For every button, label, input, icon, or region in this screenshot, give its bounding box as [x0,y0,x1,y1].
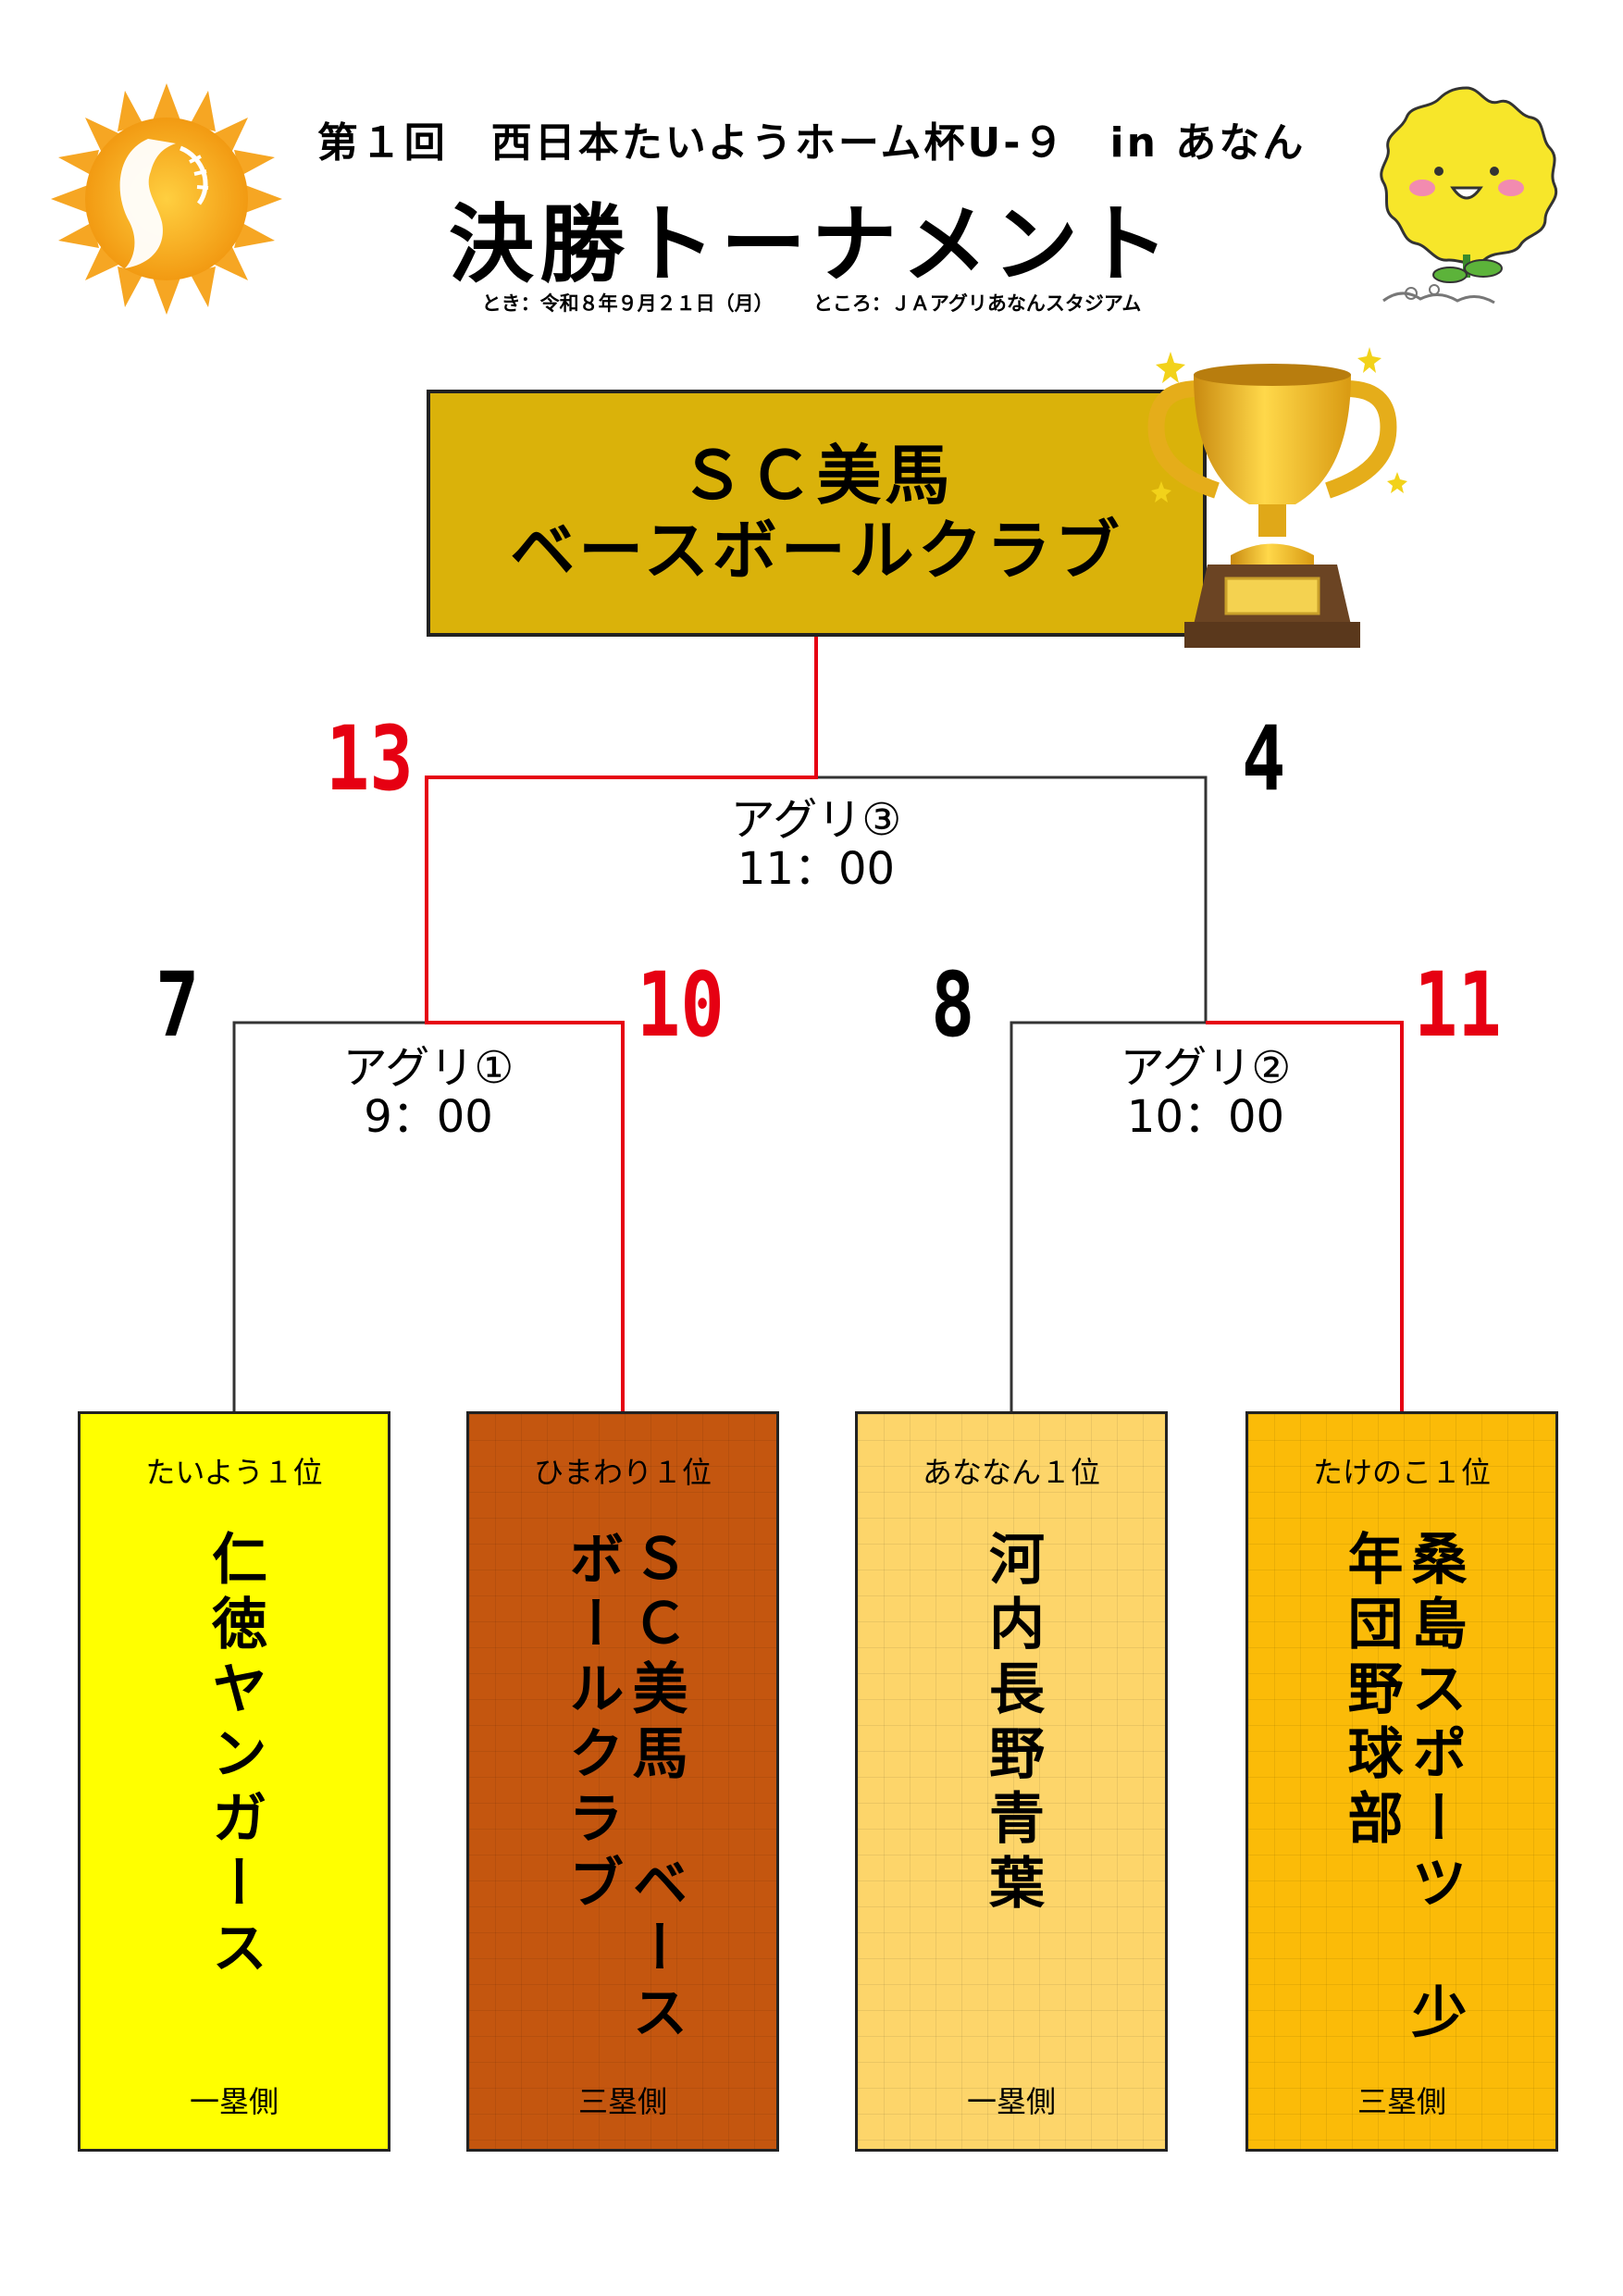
sun-logo-icon [51,83,282,315]
final-match-info: アグリ③ 11：00 [677,796,955,894]
champion-name-line1: ＳＣ美馬 [679,438,954,514]
semi1-score-left: 7 [155,953,200,1057]
team-box-1: たいよう１位 仁徳ヤンガース 一塁側 [78,1411,390,2152]
semi2-match-info: アグリ② 10：00 [1067,1044,1344,1142]
champion-box: ＳＣ美馬 ベースボールクラブ [427,390,1207,637]
team-side: 一塁側 [189,2084,279,2119]
team-seed: あななん１位 [922,1455,1100,1490]
semi1-match-info: アグリ① 9：00 [290,1044,567,1142]
semi2-time: 10：00 [1126,1090,1285,1143]
team-box-2: ひまわり１位 ＳＣ美馬 ベースボールクラブ 三塁側 [466,1411,779,2152]
event-info: とき：令和８年９月２１日（月） ところ：ＪＡアグリあなんスタジアム [0,289,1623,316]
team-side: 三塁側 [1357,2084,1446,2119]
semi2-score-left: 8 [931,953,975,1057]
final-score-left: 13 [326,707,414,811]
team-name: 仁徳ヤンガース [202,1530,267,1983]
team-seed: たけのこ１位 [1312,1455,1491,1490]
event-date: とき：令和８年９月２１日（月） [481,292,774,315]
semi2-field: アグリ② [1120,1042,1292,1094]
semi1-field: アグリ① [342,1042,514,1094]
team-box-4: たけのこ１位 桑島スポーツ 少年団野球部 三塁側 [1245,1411,1558,2152]
team-side: 一塁側 [966,2084,1056,2119]
tournament-subtitle: 第１回 西日本たいようホーム杯U-９ in あなん [316,119,1307,167]
team-seed: ひまわり１位 [533,1455,712,1490]
semi1-time: 9：00 [364,1090,493,1143]
team-name: 河内長野青葉 [979,1530,1045,1918]
page-title: 決勝トーナメント [448,195,1174,294]
team-side: 三塁側 [577,2084,667,2119]
final-score-right: 4 [1242,707,1286,811]
trophy-icon [1147,347,1407,648]
semi1-score-right: 10 [637,953,725,1057]
champion-name-line2: ベースボールクラブ [510,512,1123,589]
final-time: 11：00 [737,842,896,895]
team-seed: たいよう１位 [145,1455,323,1490]
team-name: ＳＣ美馬 ベースボールクラブ [559,1530,688,2048]
team-name: 桑島スポーツ 少年団野球部 [1338,1530,1467,2048]
team-box-3: あななん１位 河内長野青葉 一塁側 [855,1411,1168,2152]
event-place: ところ：ＪＡアグリあなんスタジアム [812,292,1142,315]
sunflower-mascot-icon [1380,86,1558,304]
final-field: アグリ③ [730,794,902,846]
semi2-score-right: 11 [1414,953,1502,1057]
